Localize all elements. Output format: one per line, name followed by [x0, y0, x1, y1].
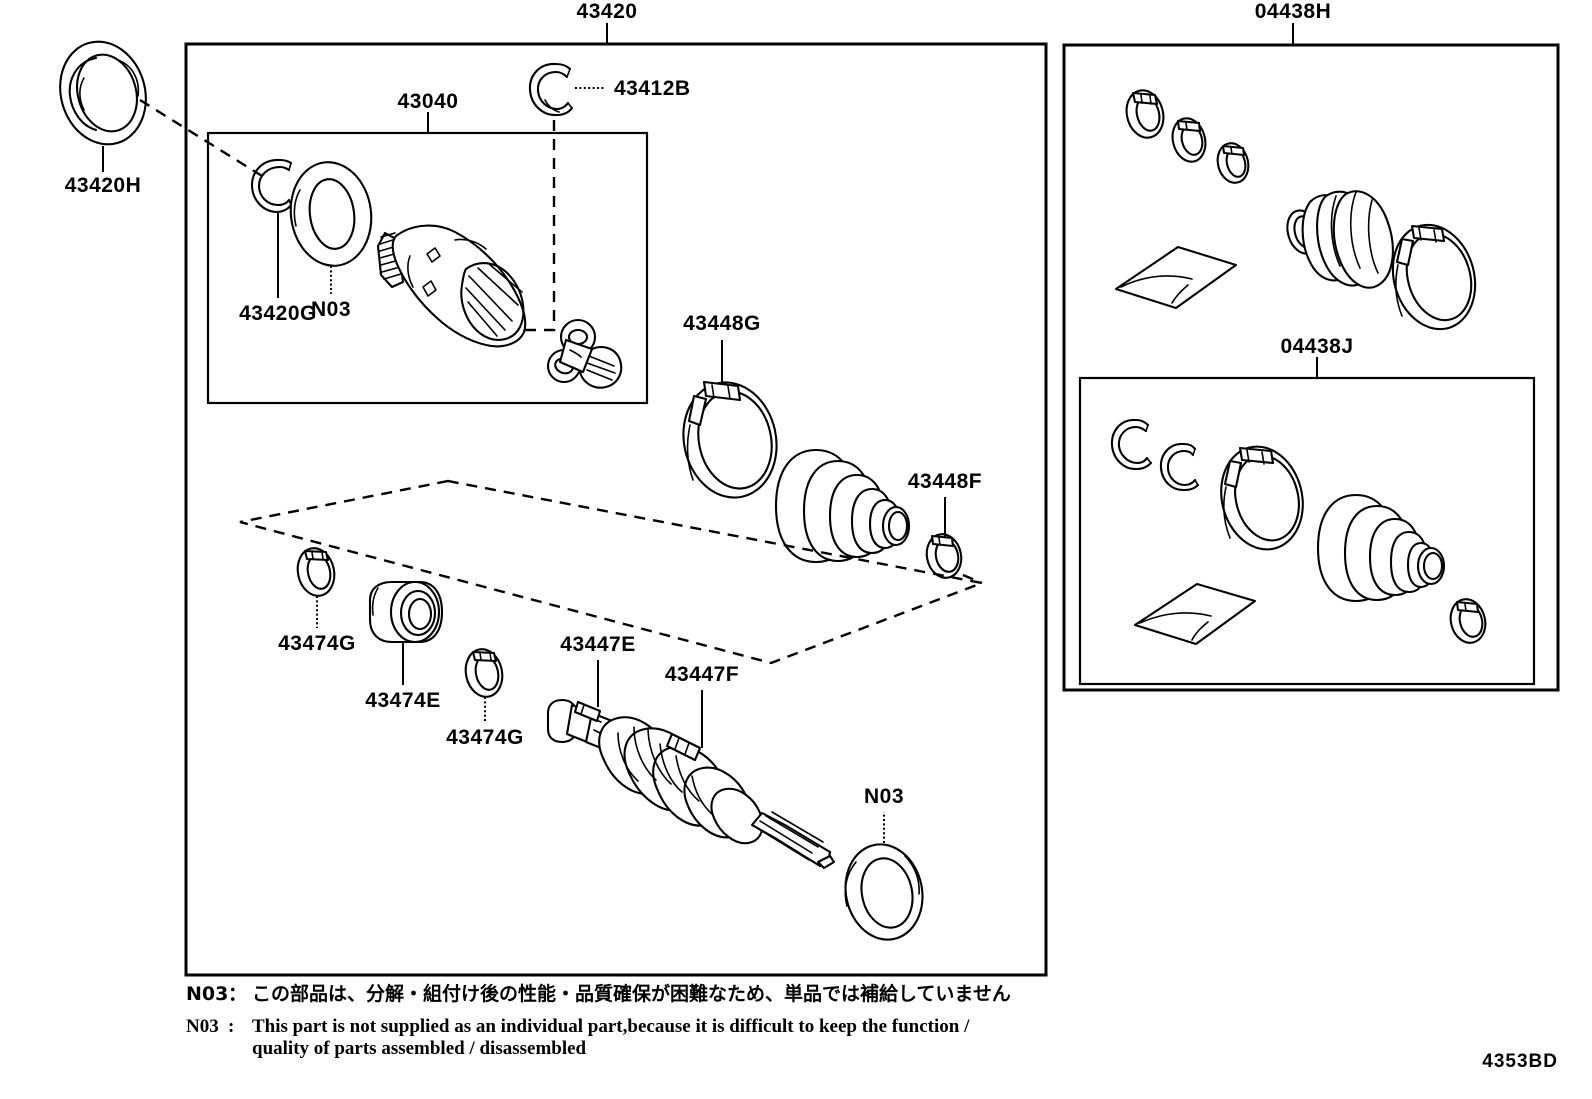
note-en-separator: :: [228, 1016, 234, 1037]
kit-04438h-clamp-1: [1125, 89, 1165, 139]
label-04438J: 04438J: [1280, 335, 1353, 358]
label-43448F: 43448F: [908, 470, 982, 493]
label-04438H: 04438H: [1255, 0, 1332, 23]
group-box-43420: [184, 42, 1048, 977]
label-N03-top: N03: [311, 298, 351, 321]
kit-04438j-snap-ring-2: [1159, 442, 1200, 492]
part-43448g-boot-clamp-large: [682, 380, 778, 499]
part-43040-inboard-joint-housing: [376, 224, 527, 348]
kit-04438h-clamp-large: [1391, 223, 1477, 331]
part-43474g-clamp-right: [464, 648, 504, 698]
kit-04438h-grease-packet: [1114, 245, 1238, 310]
label-43040: 43040: [398, 90, 459, 113]
kit-04438j-clamp-small: [1449, 598, 1487, 644]
note-jp-separator: ：: [228, 983, 247, 1005]
note-jp-text: この部品は、分解・組付け後の性能・品質確保が困難なため、単品では補給していません: [252, 982, 1011, 1005]
part-n03-washer-ring-top: [289, 161, 373, 267]
note-jp-tag: N03: [186, 983, 228, 1005]
part-43474e-damper-bush: [368, 580, 444, 644]
part-43474g-clamp-left: [296, 547, 336, 597]
label-N03-bottom: N03: [864, 785, 904, 808]
assembly-dash-43412b: [524, 120, 556, 332]
part-inboard-shaft-assembly: [546, 698, 836, 870]
part-outboard-boot: [774, 448, 911, 564]
label-43420: 43420: [577, 0, 638, 23]
note-en-line1: This part is not supplied as an individu…: [252, 1016, 970, 1037]
sheet-code: 4353BD: [1482, 1051, 1558, 1072]
part-43412b-snap-ring: [528, 62, 574, 117]
part-43420h-oil-seal: [59, 40, 147, 146]
label-43474G-left: 43474G: [278, 632, 356, 655]
assembly-dash-43420h: [139, 98, 263, 178]
group-box-04438h: [1062, 43, 1560, 692]
part-n03-ring-bottom: [844, 843, 924, 941]
note-en-line2: quality of parts assembled / disassemble…: [252, 1038, 587, 1059]
group-box-04438j: [1078, 376, 1536, 686]
label-43448G: 43448G: [683, 312, 761, 335]
part-43040-tripod-spider: [546, 318, 623, 389]
kit-04438j-snap-ring-1: [1110, 418, 1153, 471]
label-43412B: 43412B: [614, 77, 691, 100]
kit-04438j-boot: [1316, 493, 1446, 603]
label-43447E: 43447E: [560, 633, 635, 656]
kit-04438h-clamp-2: [1171, 117, 1207, 163]
assembly-dash-to-43448f: [962, 573, 983, 585]
label-43420G: 43420G: [239, 302, 317, 325]
label-43474E: 43474E: [365, 689, 440, 712]
note-en-tag: N03: [186, 1016, 219, 1037]
label-43420H: 43420H: [65, 174, 142, 197]
part-43448f-boot-clamp-small: [925, 533, 963, 579]
kit-04438h-clamp-3: [1216, 142, 1250, 184]
label-43474G-right: 43474G: [446, 726, 524, 749]
kit-04438h-boot: [1286, 190, 1394, 289]
kit-04438j-grease-packet: [1133, 582, 1257, 646]
part-43420g-snap-ring: [250, 158, 293, 214]
kit-04438j-clamp-large: [1220, 445, 1304, 551]
label-43447F: 43447F: [665, 663, 739, 686]
assembly-dash-parallelogram: [239, 479, 987, 665]
